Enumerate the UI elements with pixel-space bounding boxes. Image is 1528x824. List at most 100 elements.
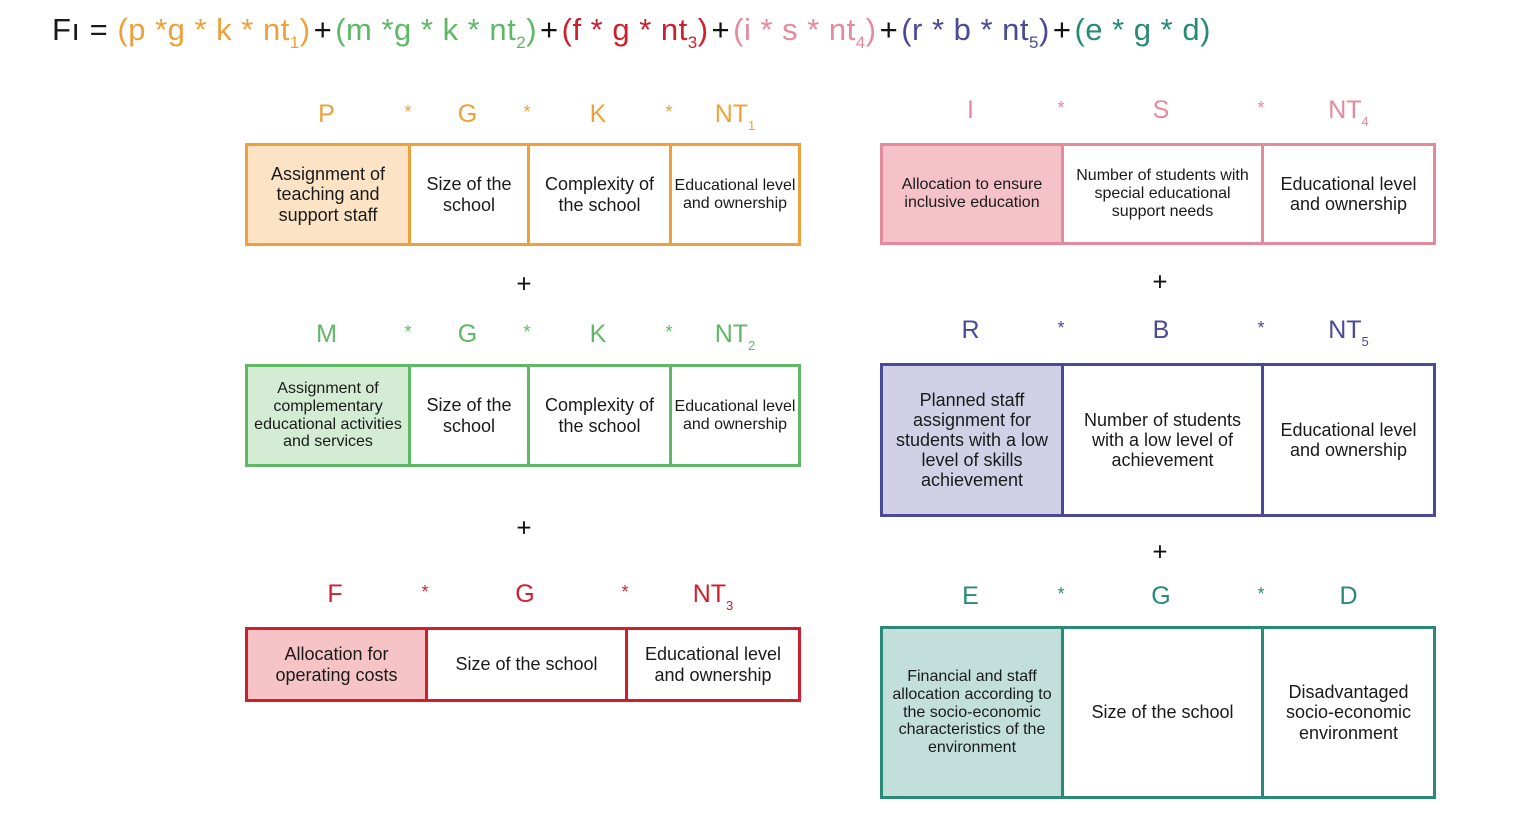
symbol-letter: F <box>327 580 343 608</box>
formula-plus: + <box>313 12 333 47</box>
multiply-sign: * <box>523 322 531 342</box>
formula-lhs: Fı = <box>52 12 109 47</box>
multiply-sign: * <box>523 102 531 122</box>
multiply-sign: * <box>1057 98 1065 118</box>
multiply-sign: * <box>421 582 429 602</box>
formula-term-close: ) <box>865 12 877 47</box>
multiply-sign: * <box>1257 318 1265 338</box>
formula-term-subscript: 2 <box>516 33 527 52</box>
term-symbol: D <box>1339 582 1357 615</box>
multiply-sign: * <box>665 322 673 342</box>
term-box: Allocation to ensure inclusive education… <box>880 143 1436 245</box>
factor-description-cell: Number of students with special educatio… <box>1061 146 1261 242</box>
term-symbol: NT1 <box>715 100 756 133</box>
symbol-letter: S <box>1152 96 1170 124</box>
factor-description-cell: Size of the school <box>425 630 625 699</box>
formula-plus: + <box>540 12 559 47</box>
formula-plus: + <box>1052 12 1072 47</box>
term-symbol: NT3 <box>693 580 734 613</box>
term-box: Assignment of teaching and support staff… <box>245 143 801 246</box>
term-box: Assignment of complementary educational … <box>245 364 801 467</box>
factor-description-cell: Size of the school <box>408 367 527 464</box>
symbol-letter: B <box>1152 316 1170 344</box>
formula-term-text: (m *g * k * nt <box>335 12 517 47</box>
formula-term-close: ) <box>697 12 709 47</box>
formula-plus: + <box>711 12 731 47</box>
term-symbol: F <box>327 580 342 613</box>
multiply-sign: * <box>404 322 412 342</box>
symbol-letter: P <box>318 100 335 128</box>
symbol-letter: I <box>967 96 974 124</box>
symbol-subscript: 3 <box>726 598 734 613</box>
symbol-letter: NT <box>1328 96 1362 124</box>
plus-sign: + <box>516 268 532 299</box>
formula-term-text: (r * b * nt <box>901 12 1030 47</box>
term-symbol: NT5 <box>1328 316 1369 349</box>
multiply-sign: * <box>1257 98 1265 118</box>
symbol-letter: NT <box>1328 316 1362 344</box>
term-box: Planned staff assignment for students wi… <box>880 363 1436 517</box>
formula: Fı = (p *g * k * nt1)+(m *g * k * nt2)+(… <box>52 12 1211 53</box>
formula-plus: + <box>879 12 899 47</box>
factor-description-cell: Size of the school <box>1061 629 1261 796</box>
allocation-description-cell: Planned staff assignment for students wi… <box>883 366 1061 514</box>
symbol-letter: M <box>316 320 337 348</box>
term-symbol: G <box>458 320 477 353</box>
symbol-letter: G <box>457 100 478 128</box>
formula-term: (m *g * k * nt2) <box>335 12 537 52</box>
term-symbol: M <box>316 320 337 353</box>
symbol-letter: G <box>515 580 535 608</box>
term-symbol: G <box>458 100 477 133</box>
allocation-description-cell: Financial and staff allocation according… <box>883 629 1061 796</box>
formula-term-text: (f * g * nt <box>561 12 688 47</box>
factor-description-cell: Disadvantaged socio-economic environment <box>1261 629 1433 796</box>
multiply-sign: * <box>1257 584 1265 604</box>
formula-term-text: (p *g * k * nt <box>117 12 290 47</box>
formula-term-text: (e * g * d <box>1074 12 1201 47</box>
factor-description-cell: Complexity of the school <box>527 367 669 464</box>
multiply-sign: * <box>1057 318 1065 338</box>
formula-term-subscript: 5 <box>1029 33 1039 52</box>
factor-description-cell: Educational level and ownership <box>669 146 798 243</box>
factor-description-cell: Educational level and ownership <box>1261 366 1433 514</box>
allocation-description-cell: Allocation for operating costs <box>248 630 425 699</box>
symbol-subscript: 1 <box>748 118 756 133</box>
symbol-letter: NT <box>692 580 727 608</box>
term-box: Financial and staff allocation according… <box>880 626 1436 799</box>
multiply-sign: * <box>665 102 673 122</box>
multiply-sign: * <box>621 582 629 602</box>
factor-description-cell: Number of students with a low level of a… <box>1061 366 1261 514</box>
factor-description-cell: Educational level and ownership <box>669 367 798 464</box>
factor-description-cell: Educational level and ownership <box>625 630 798 699</box>
factor-description-cell: Size of the school <box>408 146 527 243</box>
symbol-letter: G <box>1151 582 1171 610</box>
plus-sign: + <box>1152 266 1168 297</box>
formula-term-text: (i * s * nt <box>733 12 856 47</box>
multiply-sign: * <box>404 102 412 122</box>
formula-term-close: ) <box>1200 12 1211 47</box>
factor-description-cell: Educational level and ownership <box>1261 146 1433 242</box>
term-symbol: P <box>318 100 335 133</box>
allocation-description-cell: Allocation to ensure inclusive education <box>883 146 1061 242</box>
symbol-subscript: 5 <box>1361 334 1369 349</box>
formula-term-close: ) <box>1039 12 1050 47</box>
term-symbol: K <box>590 100 607 133</box>
multiply-sign: * <box>1057 584 1065 604</box>
allocation-description-cell: Assignment of complementary educational … <box>248 367 408 464</box>
symbol-letter: G <box>457 320 478 348</box>
formula-term: (r * b * nt5) <box>901 12 1050 52</box>
symbol-letter: K <box>589 100 607 128</box>
symbol-letter: E <box>962 582 979 610</box>
term-symbol: K <box>590 320 607 353</box>
term-symbol: B <box>1153 316 1170 349</box>
symbol-subscript: 4 <box>1361 114 1369 129</box>
term-symbol: E <box>962 582 979 615</box>
symbol-subscript: 2 <box>748 338 756 353</box>
symbol-letter: R <box>961 316 980 344</box>
formula-term: (i * s * nt4) <box>733 12 877 52</box>
factor-description-cell: Complexity of the school <box>527 146 669 243</box>
term-symbol: G <box>1151 582 1170 615</box>
allocation-description-cell: Assignment of teaching and support staff <box>248 146 408 243</box>
term-symbol: NT4 <box>1328 96 1369 129</box>
